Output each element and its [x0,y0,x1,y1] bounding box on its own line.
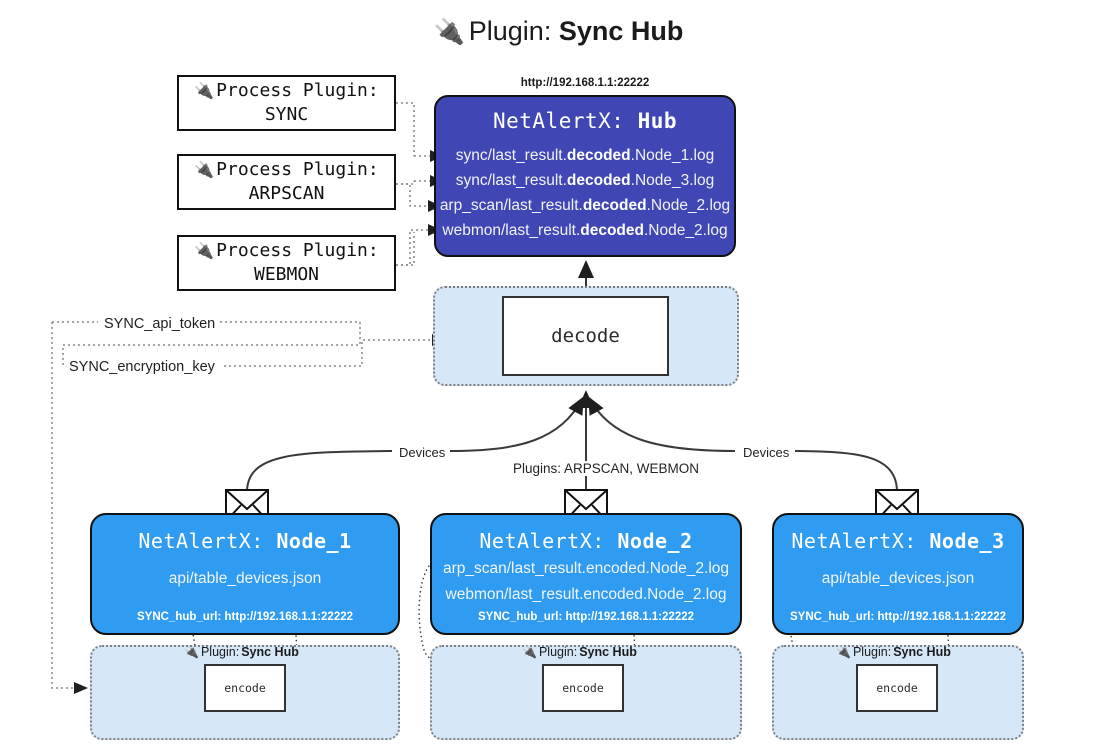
sync-api-token-label: SYNC_api_token [100,316,220,332]
encode-plugin-prefix: Plugin: [852,645,892,659]
hub-log-line-1: sync/last_result.decoded.Node_1.log [455,147,715,164]
encode-plugin-name: Sync Hub [893,645,951,659]
page-title-prefix: Plugin: [468,16,552,46]
plug-icon: 🔌 [836,645,851,659]
plug-icon: 🔌 [194,241,215,261]
process-plugin-box-webmon[interactable]: 🔌 Process Plugin: WEBMON [177,235,396,291]
hub-log-line-4: webmon/last_result.decoded.Node_2.log [442,222,728,239]
node-box-node-3[interactable]: NetAlertX: Node_3 api/table_devices.json… [772,513,1024,635]
plug-icon: 🔌 [194,160,215,180]
process-plugin-name: WEBMON [253,264,320,285]
decode-box[interactable]: decode [502,296,669,376]
node-title-prefix: NetAlertX: [479,529,605,553]
hub-title: NetAlertX: Hub [436,109,734,133]
node-title-name: Node_2 [617,529,693,553]
plug-icon: 🔌 [194,81,215,101]
process-plugin-box-arpscan[interactable]: 🔌 Process Plugin: ARPSCAN [177,154,396,210]
hub-log-line-3: arp_scan/last_result.decoded.Node_2.log [439,197,731,214]
node-title-name: Node_1 [276,529,352,553]
encode-plugin-prefix: Plugin: [200,645,240,659]
hub-title-name: Hub [637,109,678,133]
node-title: NetAlertX: Node_2 [432,529,740,553]
node-title: NetAlertX: Node_1 [92,529,398,553]
process-plugin-label: Process Plugin: [216,79,379,101]
encode-plugin-prefix: Plugin: [538,645,578,659]
node-line: api/table_devices.json [168,570,322,587]
process-plugin-line1: 🔌 Process Plugin: [194,158,378,182]
node-line: webmon/last_result.encoded.Node_2.log [445,586,727,603]
page-title-name: Sync Hub [558,16,684,46]
plug-icon: 🔌 [522,645,537,659]
process-plugin-box-sync[interactable]: 🔌 Process Plugin: SYNC [177,75,396,131]
node-title-name: Node_3 [929,529,1005,553]
encode-box-2[interactable]: encode [542,664,624,712]
node-title-prefix: NetAlertX: [138,529,264,553]
encode-plugin-label-1: 🔌 Plugin: Sync Hub [184,645,299,659]
encode-plugin-name: Sync Hub [579,645,637,659]
encode-plugin-name: Sync Hub [241,645,299,659]
plug-icon: 🔌 [433,18,465,46]
hub-node[interactable]: NetAlertX: Hub sync/last_result.decoded.… [434,95,736,257]
node-hub-url: SYNC_hub_url: http://192.168.1.1:22222 [477,611,695,623]
process-plugin-line1: 🔌 Process Plugin: [194,79,378,103]
process-plugin-line1: 🔌 Process Plugin: [194,239,378,263]
encode-plugin-label-2: 🔌 Plugin: Sync Hub [522,645,637,659]
edge-label-devices-left: Devices [394,445,451,460]
encode-container-node-1 [90,645,400,740]
node-line: arp_scan/last_result.encoded.Node_2.log [442,560,730,577]
process-plugin-label: Process Plugin: [216,239,379,261]
encode-plugin-label-3: 🔌 Plugin: Sync Hub [836,645,951,659]
process-plugin-name: ARPSCAN [248,183,325,204]
process-plugin-label: Process Plugin: [216,158,379,180]
node-box-node-1[interactable]: NetAlertX: Node_1 api/table_devices.json… [90,513,400,635]
sync-encryption-key-label: SYNC_encryption_key [65,359,219,375]
encode-box-1[interactable]: encode [204,664,286,712]
node-hub-url: SYNC_hub_url: http://192.168.1.1:22222 [136,611,354,623]
node-hub-url: SYNC_hub_url: http://192.168.1.1:22222 [789,611,1007,623]
process-plugin-name: SYNC [264,104,309,125]
hub-log-line-2: sync/last_result.decoded.Node_3.log [455,172,715,189]
page-title: 🔌Plugin: Sync Hub [0,16,1117,47]
plug-icon: 🔌 [184,645,199,659]
hub-url-label: http://192.168.1.1:22222 [520,77,650,89]
edge-label-devices-right: Devices [738,445,795,460]
node-line: api/table_devices.json [821,570,975,587]
encode-box-3[interactable]: encode [856,664,938,712]
node-box-node-2[interactable]: NetAlertX: Node_2 arp_scan/last_result.e… [430,513,742,635]
hub-title-prefix: NetAlertX: [492,109,625,133]
edge-label-plugins: Plugins: ARPSCAN, WEBMON [508,461,705,476]
node-title: NetAlertX: Node_3 [774,529,1022,553]
node-title-prefix: NetAlertX: [791,529,917,553]
